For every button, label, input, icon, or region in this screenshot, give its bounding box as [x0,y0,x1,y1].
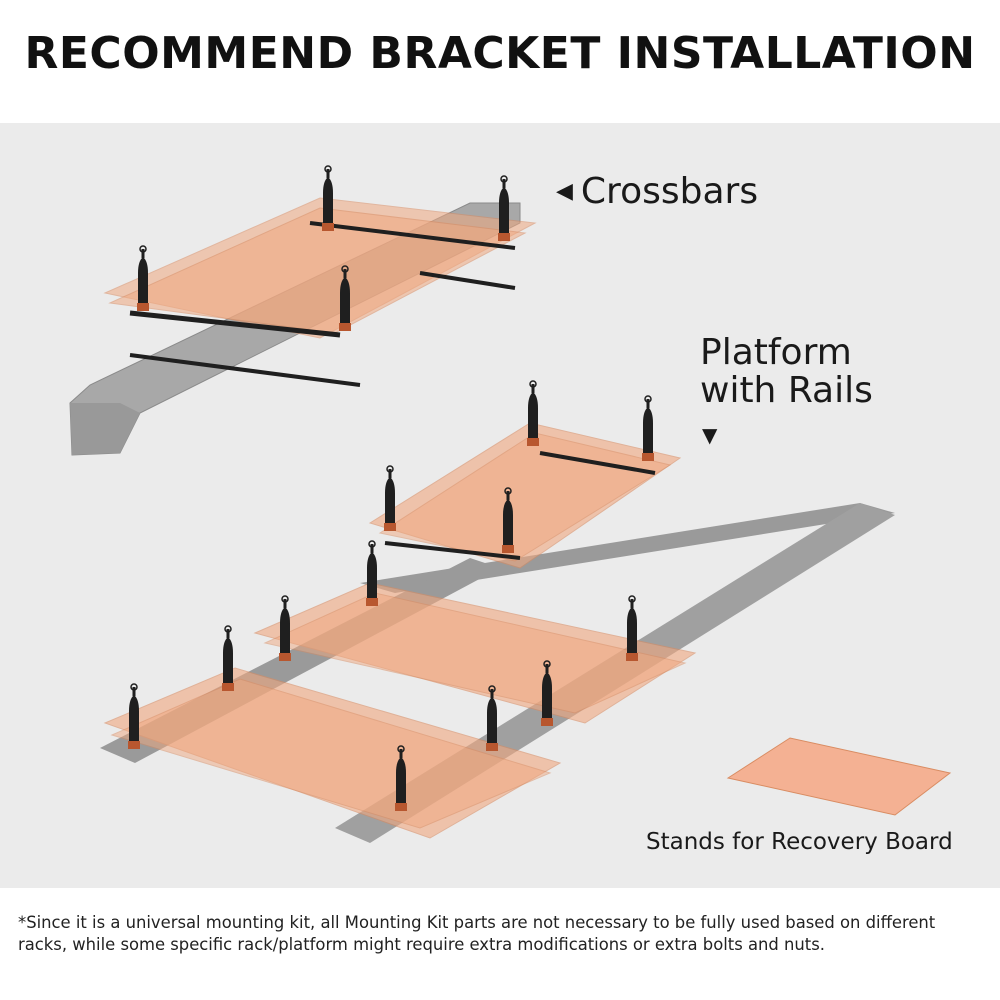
recovery-board-stand [728,738,950,815]
diagram-area: ◀ Crossbars Platform with Rails ▼ Stands … [0,123,1000,888]
platform-text-line1: Platform [700,334,873,372]
triangle-left-icon: ◀ [556,179,573,204]
stands-label: Stands for Recovery Board [646,829,953,855]
triangle-down-icon: ▼ [702,416,873,454]
footnote: *Since it is a universal mounting kit, a… [18,912,988,956]
page-title: RECOMMEND BRACKET INSTALLATION [0,28,1000,79]
crossbars-label: ◀ Crossbars [556,171,758,212]
crossbars-text: Crossbars [581,171,758,212]
crossbar-assembly [70,166,535,455]
installation-diagram [0,123,1000,888]
platform-label: Platform with Rails ▼ [700,334,873,454]
platform-text-line2: with Rails [700,372,873,410]
